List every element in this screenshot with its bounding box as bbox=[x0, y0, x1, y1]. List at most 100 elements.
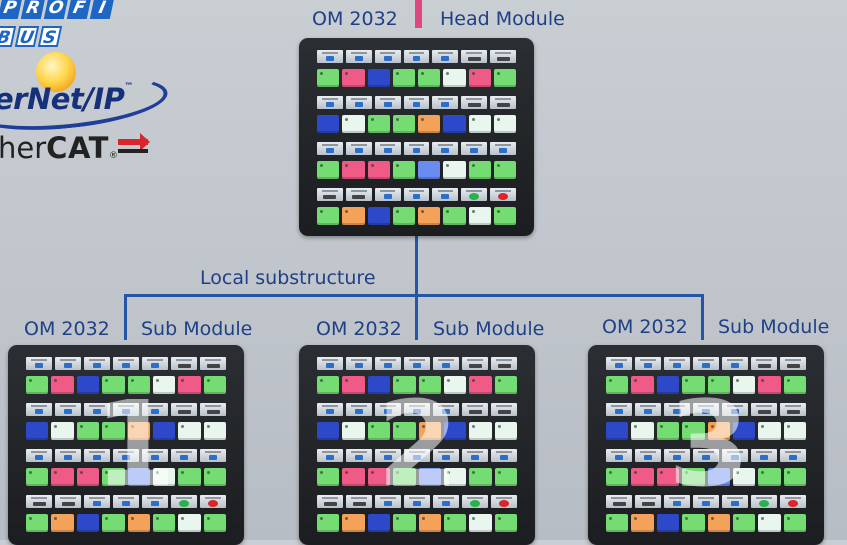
keypad-button[interactable] bbox=[418, 161, 441, 179]
keypad-button[interactable] bbox=[178, 514, 201, 532]
keypad-button[interactable] bbox=[656, 376, 680, 394]
keypad-button[interactable] bbox=[76, 376, 100, 394]
keypad-button[interactable] bbox=[732, 422, 756, 440]
keypad-button[interactable] bbox=[367, 422, 391, 440]
keypad-button[interactable] bbox=[443, 161, 466, 179]
keypad-button[interactable] bbox=[367, 376, 391, 394]
keypad-button[interactable] bbox=[758, 422, 781, 440]
keypad-button[interactable] bbox=[317, 376, 340, 394]
keypad-button[interactable] bbox=[102, 468, 125, 486]
keypad-button[interactable] bbox=[178, 422, 201, 440]
keypad-button[interactable] bbox=[732, 514, 756, 532]
keypad-button[interactable] bbox=[707, 514, 730, 532]
keypad-button[interactable] bbox=[76, 514, 100, 532]
keypad-button[interactable] bbox=[51, 422, 74, 440]
keypad-button[interactable] bbox=[393, 422, 416, 440]
keypad-button[interactable] bbox=[102, 422, 125, 440]
keypad-button[interactable] bbox=[443, 514, 467, 532]
keypad-button[interactable] bbox=[51, 376, 74, 394]
keypad-button[interactable] bbox=[783, 422, 806, 440]
keypad-button[interactable] bbox=[51, 468, 74, 486]
keypad-button[interactable] bbox=[443, 115, 466, 133]
keypad-button[interactable] bbox=[367, 207, 390, 225]
keypad-button[interactable] bbox=[127, 514, 150, 532]
keypad-button[interactable] bbox=[342, 115, 365, 133]
keypad-button[interactable] bbox=[26, 422, 49, 440]
keypad-button[interactable] bbox=[443, 69, 466, 87]
keypad-button[interactable] bbox=[203, 422, 226, 440]
keypad-button[interactable] bbox=[203, 514, 226, 532]
keypad-button[interactable] bbox=[418, 468, 441, 486]
keypad-button[interactable] bbox=[493, 161, 516, 179]
keypad-button[interactable] bbox=[317, 207, 340, 225]
keypad-button[interactable] bbox=[682, 422, 705, 440]
keypad-button[interactable] bbox=[393, 468, 416, 486]
keypad-button[interactable] bbox=[342, 69, 365, 87]
keypad-button[interactable] bbox=[342, 514, 365, 532]
keypad-button[interactable] bbox=[317, 115, 340, 133]
keypad-button[interactable] bbox=[682, 514, 705, 532]
keypad-button[interactable] bbox=[443, 468, 467, 486]
keypad-button[interactable] bbox=[469, 468, 492, 486]
keypad-button[interactable] bbox=[317, 69, 340, 87]
keypad-button[interactable] bbox=[443, 422, 467, 440]
keypad-button[interactable] bbox=[152, 468, 176, 486]
keypad-button[interactable] bbox=[392, 161, 415, 179]
keypad-button[interactable] bbox=[732, 468, 756, 486]
keypad-button[interactable] bbox=[758, 376, 781, 394]
keypad-button[interactable] bbox=[342, 468, 365, 486]
keypad-button[interactable] bbox=[707, 468, 730, 486]
keypad-button[interactable] bbox=[317, 161, 340, 179]
keypad-button[interactable] bbox=[367, 161, 390, 179]
keypad-button[interactable] bbox=[26, 376, 49, 394]
keypad-button[interactable] bbox=[418, 422, 441, 440]
keypad-button[interactable] bbox=[758, 514, 781, 532]
keypad-button[interactable] bbox=[342, 207, 365, 225]
keypad-button[interactable] bbox=[393, 514, 416, 532]
keypad-button[interactable] bbox=[76, 422, 100, 440]
keypad-button[interactable] bbox=[418, 69, 441, 87]
keypad-button[interactable] bbox=[469, 514, 492, 532]
keypad-button[interactable] bbox=[152, 514, 176, 532]
keypad-button[interactable] bbox=[468, 207, 491, 225]
keypad-button[interactable] bbox=[682, 468, 705, 486]
keypad-button[interactable] bbox=[342, 422, 365, 440]
keypad-button[interactable] bbox=[367, 69, 390, 87]
keypad-button[interactable] bbox=[631, 376, 654, 394]
keypad-button[interactable] bbox=[493, 69, 516, 87]
keypad-button[interactable] bbox=[631, 468, 654, 486]
keypad-button[interactable] bbox=[443, 376, 467, 394]
keypad-button[interactable] bbox=[152, 376, 176, 394]
keypad-button[interactable] bbox=[392, 207, 415, 225]
keypad-button[interactable] bbox=[469, 376, 492, 394]
keypad-button[interactable] bbox=[707, 376, 730, 394]
keypad-button[interactable] bbox=[26, 468, 49, 486]
keypad-button[interactable] bbox=[494, 422, 517, 440]
keypad-button[interactable] bbox=[493, 207, 516, 225]
keypad-button[interactable] bbox=[443, 207, 466, 225]
keypad-button[interactable] bbox=[606, 422, 629, 440]
keypad-button[interactable] bbox=[493, 115, 516, 133]
keypad-button[interactable] bbox=[127, 376, 150, 394]
keypad-button[interactable] bbox=[51, 514, 74, 532]
keypad-button[interactable] bbox=[342, 376, 365, 394]
keypad-button[interactable] bbox=[127, 422, 150, 440]
keypad-button[interactable] bbox=[656, 514, 680, 532]
keypad-button[interactable] bbox=[494, 468, 517, 486]
keypad-button[interactable] bbox=[393, 376, 416, 394]
keypad-button[interactable] bbox=[631, 422, 654, 440]
keypad-button[interactable] bbox=[367, 115, 390, 133]
keypad-button[interactable] bbox=[783, 514, 806, 532]
keypad-button[interactable] bbox=[418, 115, 441, 133]
keypad-button[interactable] bbox=[469, 422, 492, 440]
keypad-button[interactable] bbox=[317, 422, 340, 440]
keypad-button[interactable] bbox=[707, 422, 730, 440]
keypad-button[interactable] bbox=[102, 376, 125, 394]
keypad-button[interactable] bbox=[656, 468, 680, 486]
keypad-button[interactable] bbox=[606, 376, 629, 394]
keypad-button[interactable] bbox=[631, 514, 654, 532]
keypad-button[interactable] bbox=[317, 468, 340, 486]
keypad-button[interactable] bbox=[317, 514, 340, 532]
keypad-button[interactable] bbox=[758, 468, 781, 486]
keypad-button[interactable] bbox=[178, 376, 201, 394]
